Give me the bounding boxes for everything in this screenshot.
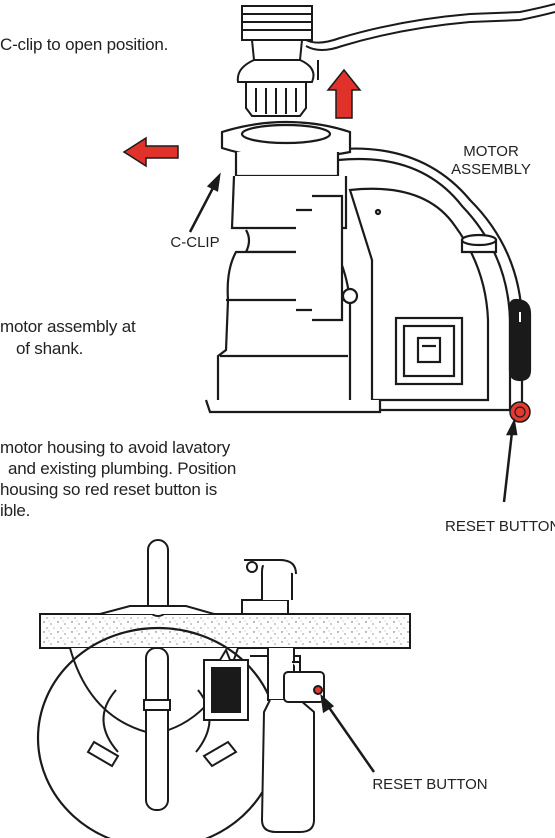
cable <box>305 3 555 44</box>
motor-assembly <box>204 120 532 414</box>
faucet <box>241 559 297 615</box>
small-valve-assembly <box>260 648 325 833</box>
step-c-line4: ible. <box>0 501 31 520</box>
leader-lines-top <box>188 172 518 503</box>
motor-assembly-label-line1: MOTOR <box>463 143 519 160</box>
countertop <box>39 613 411 649</box>
drain-tube <box>99 539 215 617</box>
basin <box>69 647 239 811</box>
step-c-line1: motor housing to avoid lavatory <box>0 438 231 457</box>
leader-line-bottom <box>320 693 376 773</box>
valve-shank <box>236 5 315 117</box>
step-c-line3: housing so red reset button is <box>0 480 218 499</box>
step-a-text: C-clip to open position. <box>0 35 169 54</box>
c-clip-label: C-CLIP <box>170 234 220 251</box>
up-arrow-icon <box>326 68 362 119</box>
step-b-line2: of shank. <box>16 339 84 358</box>
step-b-line1: motor assembly at <box>0 317 136 336</box>
reset-button-label-bottom: RESET BUTTON <box>372 776 488 793</box>
step-c-line2: and existing plumbing. Position <box>8 459 237 478</box>
reset-button-top <box>509 401 531 423</box>
motor-assembly-label-line2: ASSEMBLY <box>451 161 531 178</box>
reset-button-label-top: RESET BUTTON <box>445 518 555 535</box>
left-arrow-icon <box>122 136 179 168</box>
